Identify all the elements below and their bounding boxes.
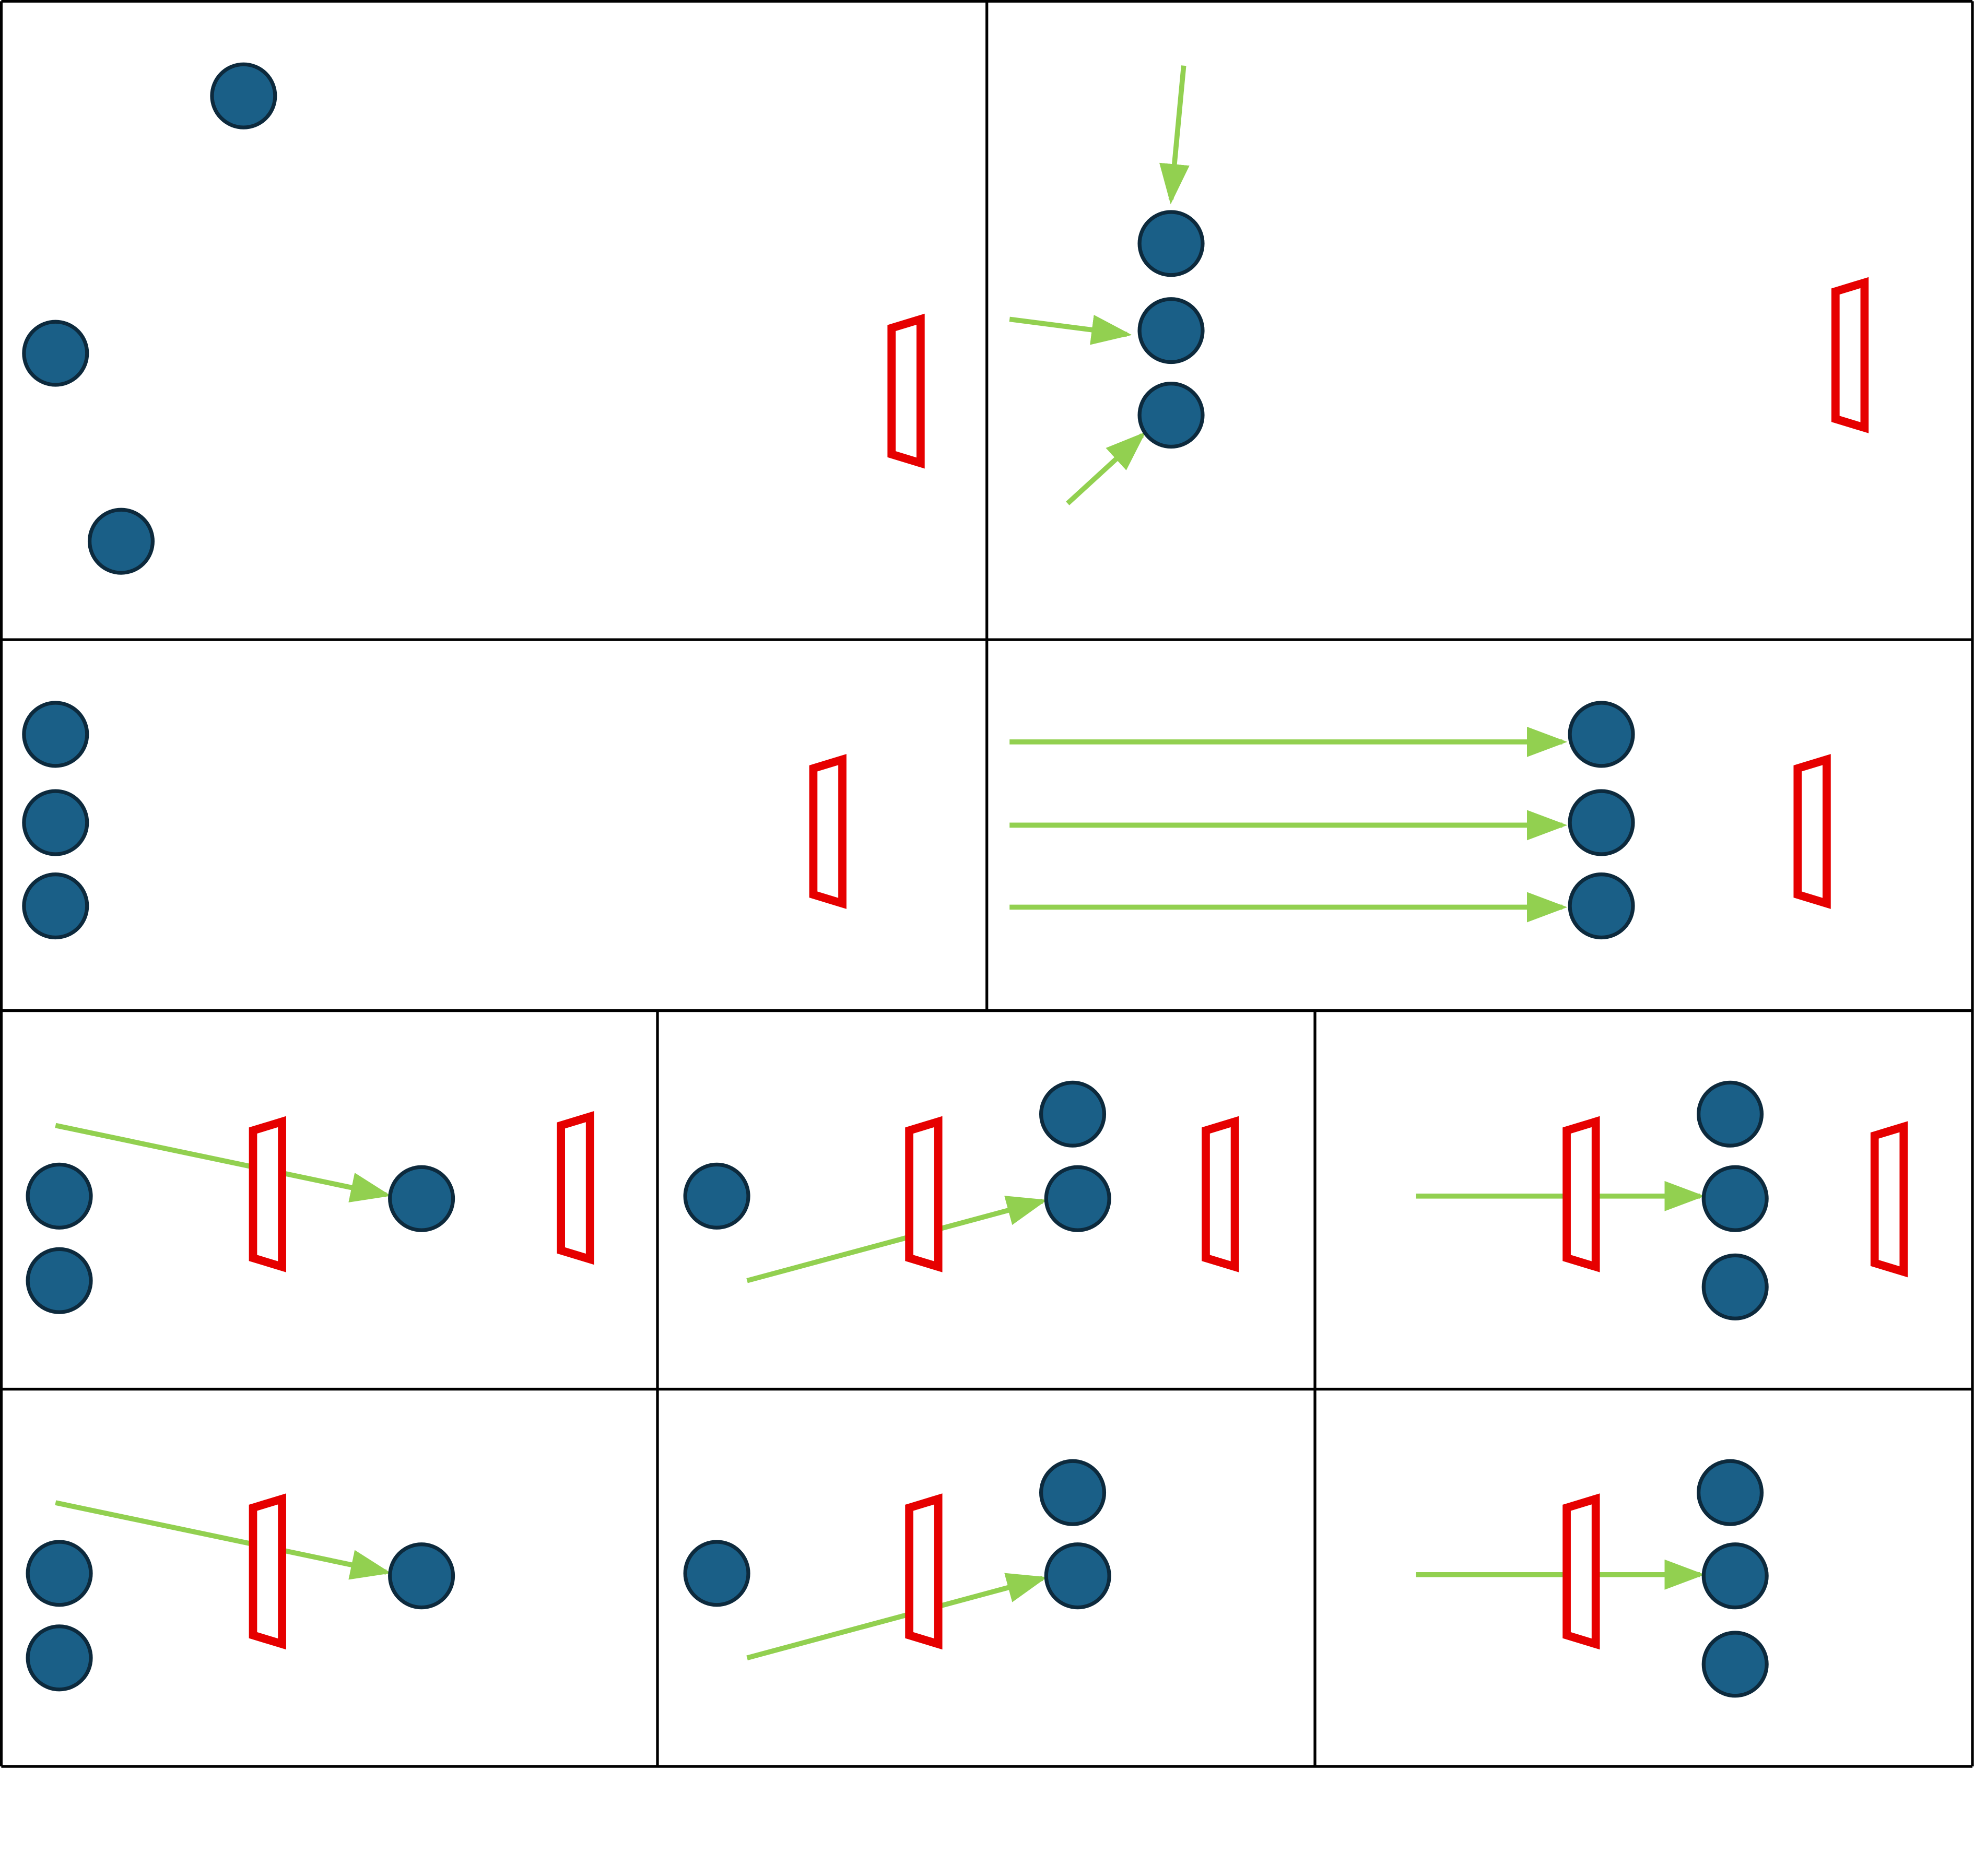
goal-bar-icon [887, 313, 925, 469]
goal-bar-icon [1831, 277, 1869, 433]
player-circle-icon [1696, 1080, 1764, 1148]
player-circle-icon [22, 789, 89, 856]
player-circle-icon [1137, 381, 1205, 449]
player-circle-icon [683, 1540, 750, 1607]
player-circle-icon [1568, 872, 1635, 940]
player-circle-icon [1701, 1542, 1769, 1610]
player-circle-icon [22, 320, 89, 387]
arrows-layer [55, 65, 1705, 1660]
player-circle-icon [210, 62, 277, 129]
player-circle-icon [1039, 1459, 1107, 1526]
player-circle-icon [22, 701, 89, 768]
movement-arrow-icon [1159, 65, 1190, 205]
goal-bar-icon [1793, 754, 1831, 909]
player-circle-icon [1568, 789, 1635, 856]
goal-bar-icon [249, 1493, 286, 1650]
player-circle-icon [1696, 1459, 1764, 1526]
movement-arrow-icon [1066, 432, 1146, 505]
player-circle-icon [683, 1162, 750, 1230]
goal-bar-icon [1562, 1493, 1600, 1650]
movement-arrow-icon [55, 1500, 391, 1580]
movement-arrow-icon [55, 1123, 391, 1202]
player-circle-icon [1044, 1542, 1111, 1610]
movement-arrow-icon [746, 1196, 1048, 1283]
player-circle-icon [1701, 1165, 1769, 1232]
player-circle-icon [1137, 297, 1205, 364]
player-circle-icon [388, 1165, 455, 1232]
player-circle-icon [26, 1247, 93, 1314]
goal-bar-icon [1562, 1116, 1600, 1272]
goal-bar-icon [1202, 1116, 1239, 1272]
movement-arrow-icon [1009, 314, 1132, 345]
player-circle-icon [22, 872, 89, 940]
goal-bar-icon [809, 754, 847, 909]
circles-layer [22, 62, 1769, 1698]
goal-bar-icon [249, 1116, 286, 1272]
player-circle-icon [87, 508, 155, 575]
goal-bar-icon [905, 1493, 943, 1650]
player-circle-icon [1137, 210, 1205, 277]
player-circle-icon [1044, 1165, 1111, 1232]
player-circle-icon [388, 1542, 455, 1610]
player-circle-icon [1701, 1253, 1769, 1320]
movement-arrow-icon [746, 1573, 1048, 1660]
goal-bar-icon [1870, 1121, 1908, 1278]
player-circle-icon [26, 1540, 93, 1607]
player-circle-icon [1039, 1080, 1107, 1148]
player-circle-icon [1568, 701, 1635, 768]
player-circle-icon [1701, 1631, 1769, 1698]
goal-bar-icon [557, 1111, 594, 1265]
goal-bar-icon [905, 1116, 943, 1272]
player-circle-icon [26, 1162, 93, 1230]
player-circle-icon [26, 1624, 93, 1692]
bars-layer [249, 277, 1908, 1650]
panel-grid [0, 0, 1974, 1768]
